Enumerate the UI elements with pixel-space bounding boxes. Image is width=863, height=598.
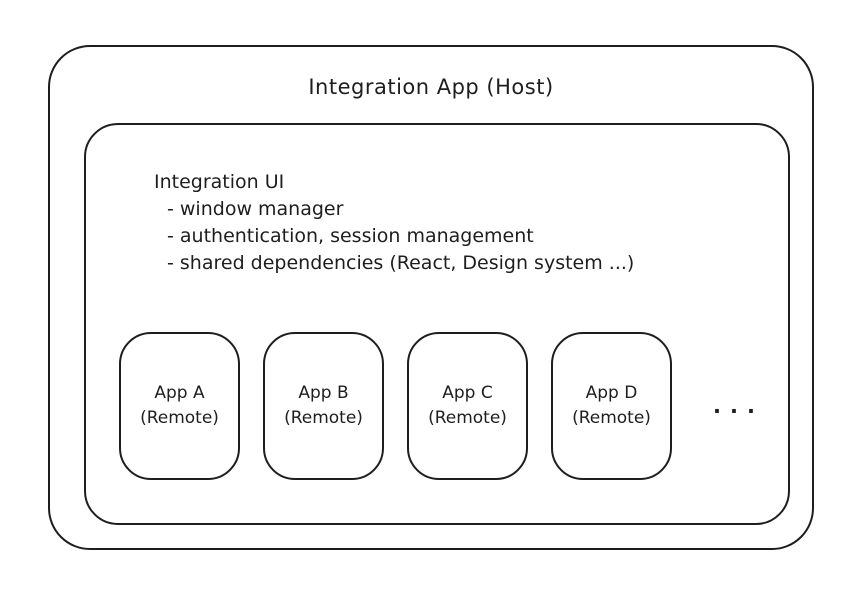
app-b-box: App B (Remote) xyxy=(263,332,384,480)
bullet-authentication-session: - authentication, session management xyxy=(167,225,534,247)
app-b-type: (Remote) xyxy=(284,408,363,428)
bullet-shared-dependencies: - shared dependencies (React, Design sys… xyxy=(167,252,635,274)
app-a-box: App A (Remote) xyxy=(119,332,240,480)
app-a-name: App A xyxy=(154,383,205,403)
more-apps-ellipsis: ... xyxy=(713,394,764,418)
app-a-type: (Remote) xyxy=(140,408,219,428)
app-d-box: App D (Remote) xyxy=(551,332,672,480)
integration-ui-heading: Integration UI xyxy=(154,171,285,193)
app-d-type: (Remote) xyxy=(572,408,651,428)
app-b-name: App B xyxy=(298,383,349,403)
app-c-name: App C xyxy=(442,383,493,403)
host-app-title: Integration App (Host) xyxy=(308,75,554,99)
host-app-box: Integration App (Host) Integration UI - … xyxy=(48,45,814,550)
app-c-type: (Remote) xyxy=(428,408,507,428)
app-c-box: App C (Remote) xyxy=(407,332,528,480)
remote-apps-row: App A (Remote) App B (Remote) App C (Rem… xyxy=(119,332,764,480)
integration-ui-box: Integration UI - window manager - authen… xyxy=(84,123,790,525)
bullet-window-manager: - window manager xyxy=(167,198,344,220)
app-d-name: App D xyxy=(585,383,638,403)
integration-ui-text-block: Integration UI - window manager - authen… xyxy=(154,169,634,277)
